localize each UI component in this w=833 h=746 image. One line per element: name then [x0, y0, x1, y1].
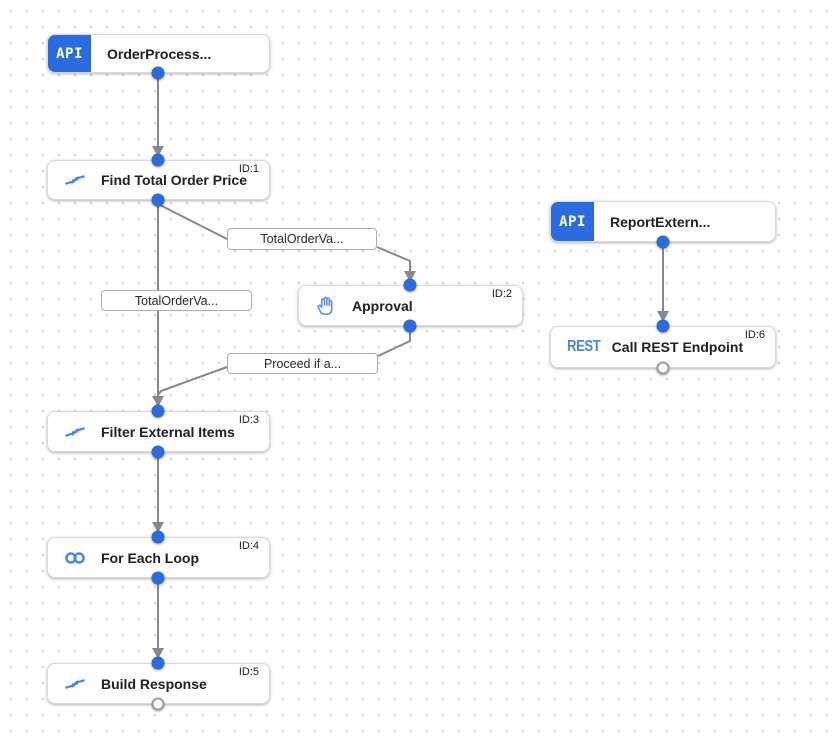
node-title: OrderProcess...	[107, 45, 212, 62]
input-port[interactable]	[151, 530, 165, 544]
node-id-label: ID:4	[238, 540, 259, 552]
node-filter-external-items[interactable]: Filter External Items ID:3	[47, 411, 270, 452]
edge-label-total-order-1[interactable]: TotalOrderVa...	[227, 228, 377, 250]
node-title: For Each Loop	[101, 549, 199, 566]
output-port[interactable]	[151, 571, 165, 585]
input-port[interactable]	[151, 153, 165, 167]
hand-approval-icon	[315, 295, 337, 317]
node-id-label: ID:3	[238, 414, 259, 426]
api-trigger-badge: API	[551, 202, 594, 241]
output-port[interactable]	[656, 235, 670, 249]
loop-icon	[64, 547, 86, 569]
edge-label-proceed-if[interactable]: Proceed if a...	[227, 353, 378, 374]
node-title: ReportExtern...	[610, 213, 711, 230]
input-port[interactable]	[403, 278, 417, 292]
data-mapping-icon	[64, 169, 86, 191]
node-id-label: ID:5	[238, 666, 259, 678]
edge-label-total-order-2[interactable]: TotalOrderVa...	[101, 290, 252, 311]
api-trigger-badge: API	[48, 35, 91, 72]
node-title: Call REST Endpoint	[611, 339, 744, 355]
node-title: Approval	[352, 297, 413, 314]
node-for-each-loop[interactable]: For Each Loop ID:4	[47, 537, 270, 578]
node-title: Find Total Order Price	[101, 172, 247, 188]
input-port[interactable]	[151, 656, 165, 670]
node-api-trigger-reportextern[interactable]: API ReportExtern...	[550, 201, 776, 242]
node-id-label: ID:1	[238, 163, 259, 175]
node-id-label: ID:6	[744, 329, 765, 341]
node-id-label: ID:2	[491, 288, 512, 300]
node-api-trigger-orderprocess[interactable]: API OrderProcess...	[47, 34, 270, 73]
output-port[interactable]	[151, 66, 165, 80]
output-port[interactable]	[151, 193, 165, 207]
input-port[interactable]	[151, 404, 165, 418]
input-port[interactable]	[656, 319, 670, 333]
node-find-total-order-price[interactable]: Find Total Order Price ID:1	[47, 160, 270, 200]
node-approval[interactable]: Approval ID:2	[298, 285, 523, 326]
data-mapping-icon	[64, 421, 86, 443]
open-output-port[interactable]	[151, 697, 165, 711]
node-title: Build Response	[101, 675, 207, 692]
output-port[interactable]	[403, 319, 417, 333]
output-port[interactable]	[151, 445, 165, 459]
node-title: Filter External Items	[101, 423, 235, 440]
data-mapping-icon	[64, 673, 86, 695]
rest-badge: REST	[567, 338, 601, 355]
open-output-port[interactable]	[656, 361, 670, 375]
